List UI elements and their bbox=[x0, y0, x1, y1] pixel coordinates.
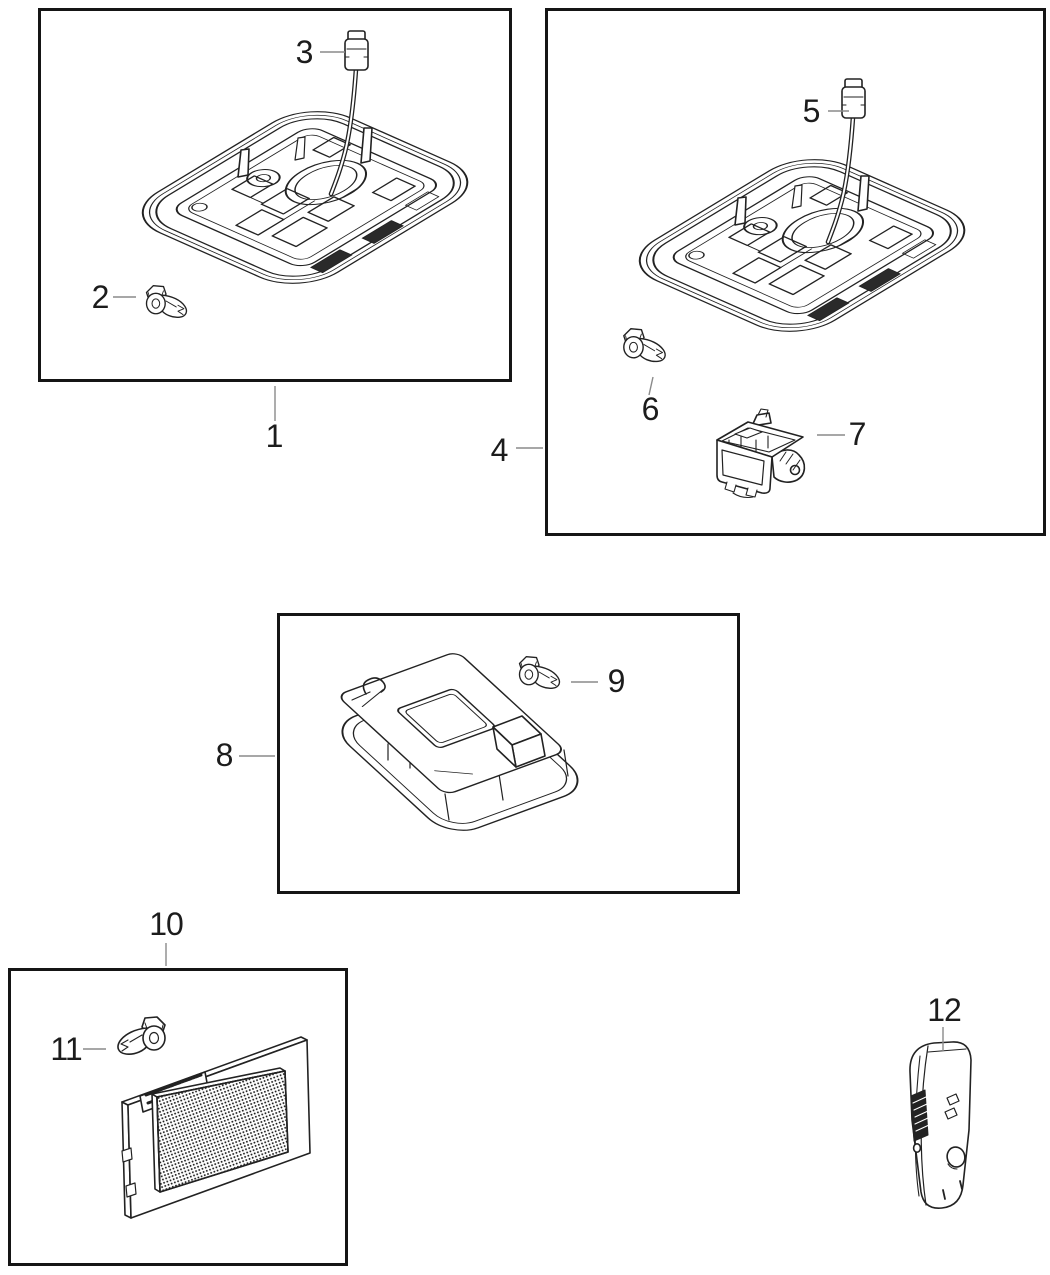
panel-license-lamp-10 bbox=[8, 968, 348, 1266]
callout-3-label: 3 bbox=[295, 34, 314, 70]
courtesy-lamp-drawing-8 bbox=[340, 653, 579, 831]
callout-leader-lines bbox=[83, 51, 944, 1051]
overhead-console-drawing-1 bbox=[120, 31, 490, 318]
bulb-drawing-9 bbox=[518, 656, 561, 689]
bulb-drawing-2 bbox=[145, 285, 188, 318]
callout-8-label: 8 bbox=[215, 737, 234, 773]
lamp-housing-drawing-7 bbox=[716, 408, 806, 499]
bulb-drawing-6 bbox=[623, 328, 666, 363]
panel-overhead-console-assembly-1 bbox=[38, 8, 512, 382]
panel-overhead-console-assembly-4 bbox=[545, 8, 1046, 536]
bulb-drawing-11 bbox=[117, 1016, 166, 1055]
callout-5-label: 5 bbox=[802, 93, 821, 129]
license-lamp-drawing-10 bbox=[121, 1036, 311, 1219]
callout-1-label: 1 bbox=[265, 418, 284, 454]
callout-9-label: 9 bbox=[607, 663, 626, 699]
callout-10-label: 10 bbox=[149, 906, 184, 942]
callout-12-label: 12 bbox=[927, 992, 962, 1028]
panel-courtesy-lamp-8 bbox=[277, 613, 740, 894]
module-drawing-12 bbox=[909, 1041, 972, 1209]
callout-7-label: 7 bbox=[848, 416, 867, 452]
callout-11-label: 11 bbox=[50, 1031, 82, 1067]
overhead-console-drawing-4 bbox=[617, 79, 987, 499]
callout-2-label: 2 bbox=[91, 279, 110, 315]
callout-6-label: 6 bbox=[641, 391, 660, 427]
callout-4-label: 4 bbox=[490, 432, 509, 468]
